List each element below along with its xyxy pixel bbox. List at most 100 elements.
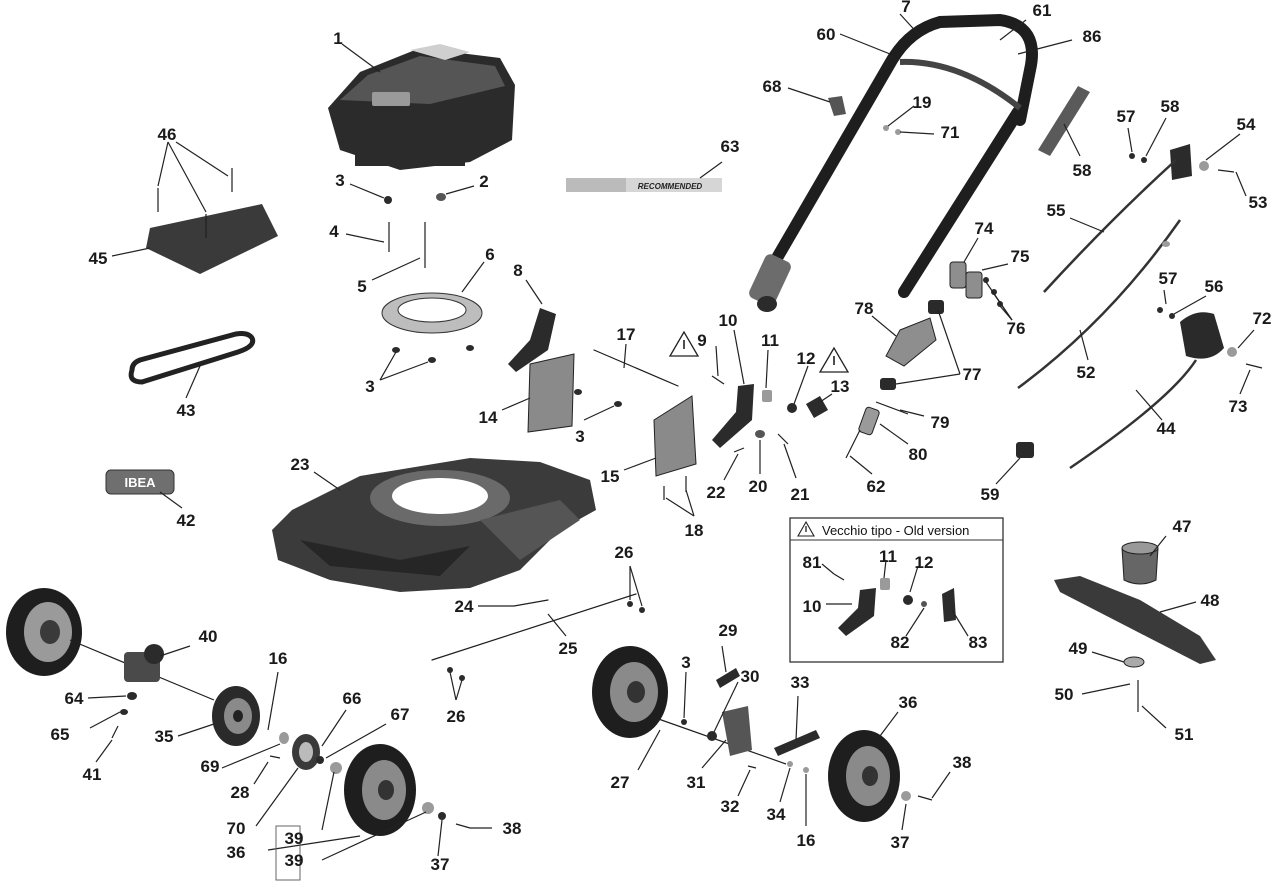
callout-65: 65 bbox=[51, 725, 70, 744]
callout-71: 71 bbox=[941, 123, 960, 142]
old-version-inset: Vecchio tipo - Old version bbox=[789, 517, 1004, 663]
callout-75: 75 bbox=[1011, 247, 1030, 266]
callout-73: 73 bbox=[1229, 397, 1248, 416]
callout-4: 4 bbox=[329, 222, 339, 241]
brand-badge-text: IBEA bbox=[124, 475, 156, 490]
throttle-control-part bbox=[1180, 312, 1263, 369]
callout-83: 83 bbox=[969, 633, 988, 652]
callout-26: 26 bbox=[447, 707, 466, 726]
callout-2: 2 bbox=[479, 172, 488, 191]
rear-gear-wheel-part bbox=[292, 734, 342, 774]
callout-69: 69 bbox=[201, 757, 220, 776]
callout-10: 10 bbox=[719, 311, 738, 330]
callout-38: 38 bbox=[503, 819, 522, 838]
callout-60: 60 bbox=[817, 25, 836, 44]
rods-part bbox=[431, 593, 645, 681]
callout-66: 66 bbox=[343, 689, 362, 708]
recommended-decal-text: RECOMMENDED bbox=[638, 182, 703, 191]
callout-51: 51 bbox=[1175, 725, 1194, 744]
callout-16: 16 bbox=[797, 831, 816, 850]
callout-56: 56 bbox=[1205, 277, 1224, 296]
front-wheel-assembly-part bbox=[592, 646, 933, 822]
callout-38: 38 bbox=[953, 753, 972, 772]
callout-53: 53 bbox=[1249, 193, 1268, 212]
engine-part bbox=[328, 44, 515, 170]
callout-26: 26 bbox=[615, 543, 634, 562]
callout-46: 46 bbox=[158, 125, 177, 144]
callout-68: 68 bbox=[763, 77, 782, 96]
handle-clip-part bbox=[828, 96, 901, 135]
callout-28: 28 bbox=[231, 783, 250, 802]
callout-11: 11 bbox=[761, 331, 779, 350]
callout-3: 3 bbox=[335, 171, 344, 190]
callout-48: 48 bbox=[1201, 591, 1220, 610]
callout-29: 29 bbox=[719, 621, 738, 640]
callout-21: 21 bbox=[791, 485, 810, 504]
callout-11: 11 bbox=[879, 547, 897, 566]
callout-9: 9 bbox=[697, 331, 706, 350]
callout-16: 16 bbox=[269, 649, 288, 668]
callout-25: 25 bbox=[559, 639, 578, 658]
callout-15: 15 bbox=[601, 467, 620, 486]
callout-12: 12 bbox=[915, 553, 934, 572]
deflector-plate-part bbox=[146, 168, 278, 274]
callout-58: 58 bbox=[1073, 161, 1092, 180]
callout-62: 62 bbox=[867, 477, 886, 496]
callout-3: 3 bbox=[575, 427, 584, 446]
callout-24: 24 bbox=[455, 597, 474, 616]
callout-52: 52 bbox=[1077, 363, 1096, 382]
callout-5: 5 bbox=[357, 277, 366, 296]
callout-81: 81 bbox=[803, 553, 822, 572]
callout-37: 37 bbox=[891, 833, 910, 852]
callout-37: 37 bbox=[431, 855, 450, 874]
callout-14: 14 bbox=[479, 408, 498, 427]
mower-deck-part bbox=[272, 458, 596, 592]
callout-31: 31 bbox=[687, 773, 706, 792]
height-brackets-part bbox=[508, 308, 754, 477]
callout-6: 6 bbox=[485, 245, 494, 264]
callout-63: 63 bbox=[721, 137, 740, 156]
callout-10: 10 bbox=[803, 597, 822, 616]
callout-50: 50 bbox=[1055, 685, 1074, 704]
callout-74: 74 bbox=[975, 219, 994, 238]
reference-39-bracket bbox=[275, 825, 301, 881]
callout-27: 27 bbox=[611, 773, 630, 792]
callout-32: 32 bbox=[721, 797, 740, 816]
callout-22: 22 bbox=[707, 483, 726, 502]
warning-triangle-icon bbox=[668, 330, 850, 373]
callout-79: 79 bbox=[931, 413, 950, 432]
callout-8: 8 bbox=[513, 261, 522, 280]
callout-13: 13 bbox=[831, 377, 850, 396]
handle-fittings-part bbox=[845, 261, 1003, 459]
callout-76: 76 bbox=[1007, 319, 1026, 338]
callout-36: 36 bbox=[899, 693, 918, 712]
leader-lines bbox=[87, 13, 1255, 861]
callout-45: 45 bbox=[89, 249, 108, 268]
bracket-hardware-part bbox=[574, 375, 828, 500]
callout-40: 40 bbox=[199, 627, 218, 646]
callout-numbers: 1 2 3 4 5 6 3 46 45 43 42 23 8 14 3 17 1… bbox=[51, 0, 1272, 874]
plug-cap-part bbox=[1016, 442, 1034, 458]
callout-23: 23 bbox=[291, 455, 310, 474]
callout-12: 12 bbox=[797, 349, 816, 368]
callout-42: 42 bbox=[177, 511, 196, 530]
callout-36: 36 bbox=[227, 843, 246, 862]
callout-43: 43 bbox=[177, 401, 196, 420]
rear-drive-pulley-part bbox=[111, 686, 289, 759]
rear-right-wheel-part bbox=[344, 744, 471, 836]
callout-70: 70 bbox=[227, 819, 246, 838]
flange-ring-part bbox=[381, 292, 483, 363]
callout-59: 59 bbox=[981, 485, 1000, 504]
inset-title: Vecchio tipo - Old version bbox=[822, 523, 969, 538]
callout-86: 86 bbox=[1083, 27, 1102, 46]
rear-left-wheel-part bbox=[6, 588, 215, 701]
callout-78: 78 bbox=[855, 299, 874, 318]
callout-57: 57 bbox=[1117, 107, 1136, 126]
callout-61: 61 bbox=[1033, 1, 1052, 20]
callout-19: 19 bbox=[913, 93, 932, 112]
callout-44: 44 bbox=[1157, 419, 1176, 438]
callout-20: 20 bbox=[749, 477, 768, 496]
callout-77: 77 bbox=[963, 365, 982, 384]
recommended-decal-part: RECOMMENDED bbox=[566, 178, 722, 192]
